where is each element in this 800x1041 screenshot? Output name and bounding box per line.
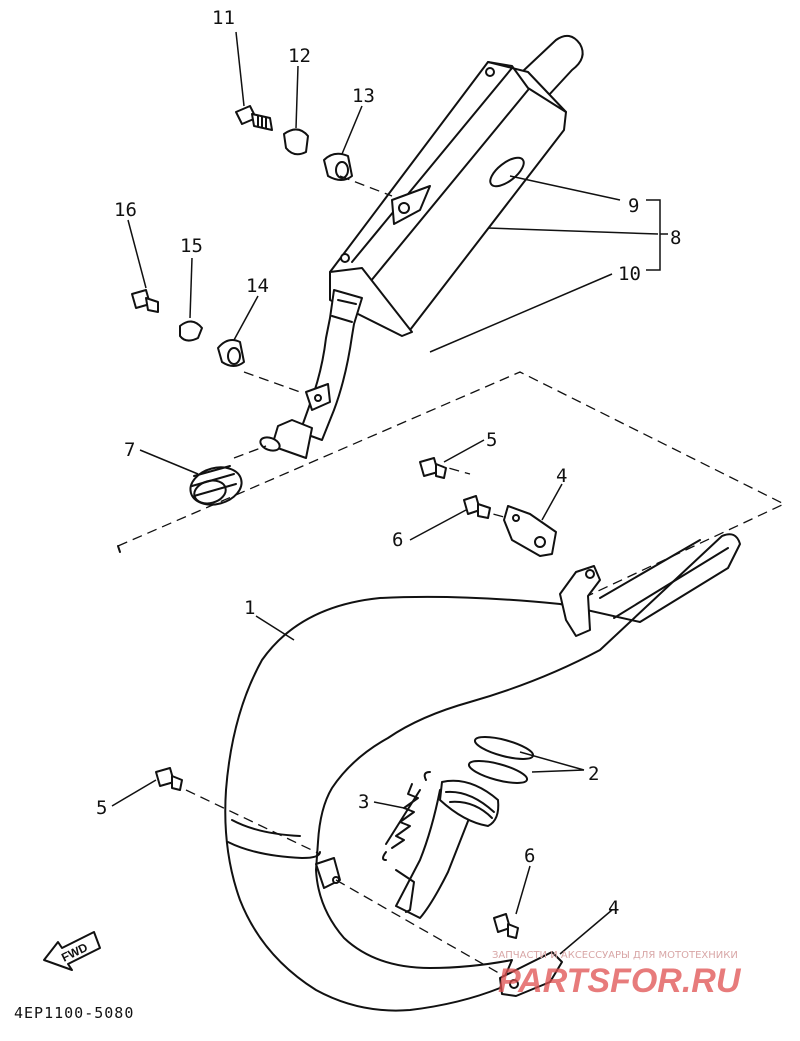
bolt-5-lower — [155, 767, 183, 791]
callout-5-lower: 5 — [96, 797, 107, 819]
bolt-5-upper — [419, 457, 447, 479]
callout-6-lower: 6 — [524, 845, 535, 867]
callout-10: 10 — [618, 263, 641, 285]
callout-16: 16 — [114, 199, 137, 221]
collar-12 — [283, 128, 309, 156]
callout-11: 11 — [212, 7, 235, 29]
callout-6-upper: 6 — [392, 529, 403, 551]
watermark-logo: PARTSFOR.RU — [498, 962, 742, 1000]
callout-8: 8 — [670, 227, 681, 249]
damper-13 — [323, 152, 353, 181]
expansion-chamber-1 — [224, 533, 741, 1012]
callout-5-upper: 5 — [486, 429, 497, 451]
callout-1: 1 — [244, 597, 255, 619]
reference-code: 4EP1100-5080 — [14, 1004, 134, 1022]
callout-14: 14 — [246, 275, 269, 297]
bolt-6-lower — [493, 913, 519, 939]
silencer-assembly — [329, 34, 584, 337]
callout-9: 9 — [628, 195, 639, 217]
callout-7: 7 — [124, 439, 135, 461]
silencer-inlet-pipe — [259, 289, 363, 459]
fwd-arrow-icon: FWD — [43, 931, 101, 971]
bolt-16 — [131, 289, 159, 313]
bolt-6-upper — [463, 495, 491, 519]
collar-15 — [179, 320, 203, 342]
callout-leaders — [111, 31, 668, 955]
spring-3 — [382, 771, 431, 861]
bracket-4-upper — [503, 505, 557, 557]
callout-4-lower: 4 — [608, 897, 619, 919]
gasket-2 — [467, 736, 535, 784]
watermark: ЗАПЧАСТИ И АКСЕССУАРЫ ДЛЯ МОТОТЕХНИКИ PA… — [492, 950, 742, 1000]
callout-12: 12 — [288, 45, 311, 67]
spring-7 — [189, 465, 243, 506]
callout-13: 13 — [352, 85, 375, 107]
callout-4-upper: 4 — [556, 465, 567, 487]
damper-14 — [217, 339, 245, 367]
bolt-11 — [235, 105, 273, 131]
group-outline — [117, 371, 786, 695]
callout-3: 3 — [358, 791, 369, 813]
callout-15: 15 — [180, 235, 203, 257]
callout-2: 2 — [588, 763, 599, 785]
watermark-caption: ЗАПЧАСТИ И АКСЕССУАРЫ ДЛЯ МОТОТЕХНИКИ — [492, 950, 738, 961]
bracket-4-lower — [499, 951, 563, 997]
